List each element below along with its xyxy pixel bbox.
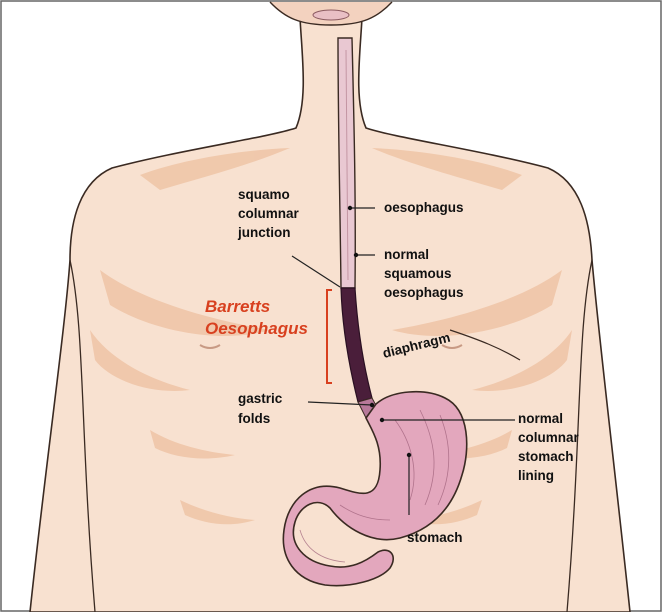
mouth <box>313 10 349 20</box>
label-oesophagus: oesophagus <box>384 200 464 215</box>
label-stomach: stomach <box>407 530 463 545</box>
